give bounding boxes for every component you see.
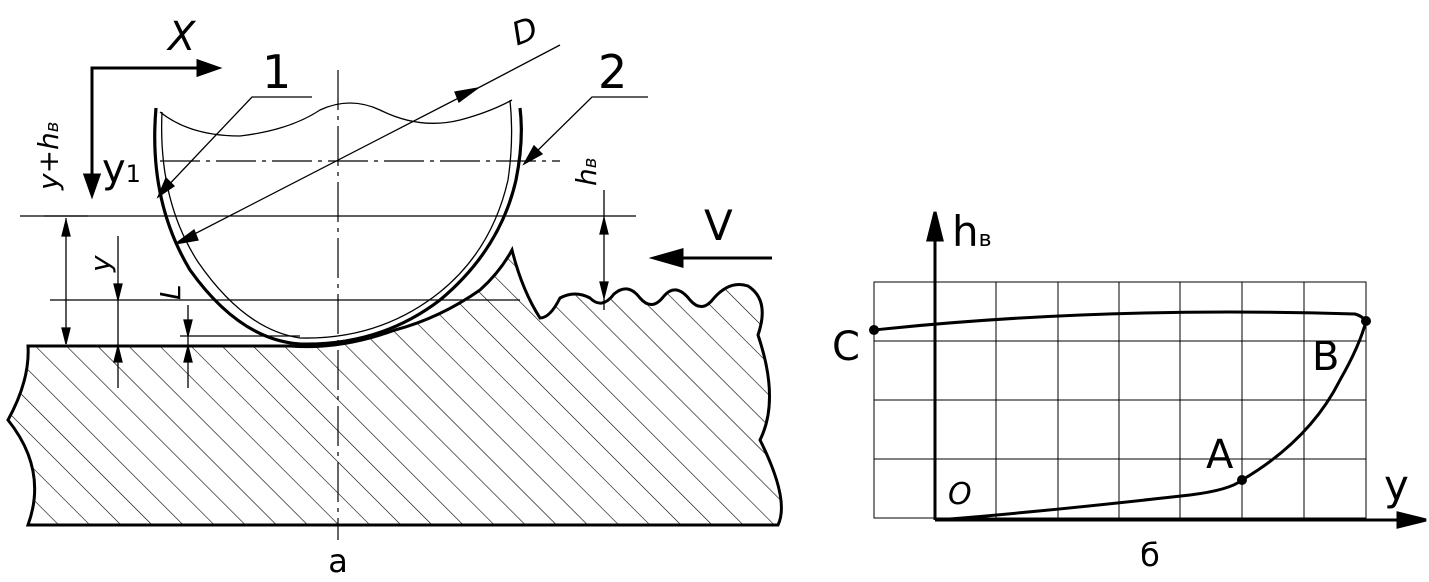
velocity-label: V xyxy=(704,201,733,250)
dim-hv-sub: в xyxy=(580,158,601,169)
point-a-marker xyxy=(1237,475,1247,485)
part-1-label: 1 xyxy=(262,45,291,99)
part-2-label: 2 xyxy=(598,45,627,99)
dim-hv: h xyxy=(570,168,603,186)
figure-a-dimensions xyxy=(44,190,609,388)
figure-a-leaders xyxy=(156,96,648,199)
point-c-marker xyxy=(869,325,879,335)
diameter-label: D xyxy=(507,9,543,53)
axis-h-label-b: hв xyxy=(952,207,992,256)
figure-a-centerlines xyxy=(20,70,636,540)
caption-a: а xyxy=(328,542,348,580)
axis-y-label-b: y xyxy=(1384,461,1409,510)
dim-h-sub: в xyxy=(42,122,63,133)
point-c-label: C xyxy=(832,324,860,370)
origin-label: O xyxy=(948,477,972,512)
point-b-marker xyxy=(1361,316,1371,326)
axis-h-main: h xyxy=(952,207,979,256)
axis-y1-main: y xyxy=(102,146,126,192)
dim-h: h xyxy=(32,132,65,150)
axis-y1-sub: 1 xyxy=(126,160,141,188)
dim-y-label: y xyxy=(84,255,117,273)
caption-b: б xyxy=(1140,536,1160,574)
dim-y-plus-h-label: y+hв xyxy=(32,122,65,191)
axis-h-sub: в xyxy=(979,227,992,252)
figure-a-velocity-arrow xyxy=(648,248,772,268)
figure-b-points xyxy=(869,316,1371,485)
dim-hv-label: hв xyxy=(570,158,603,186)
point-b-label: B xyxy=(1312,334,1339,380)
point-a-label: A xyxy=(1206,432,1234,478)
figure-b-axes xyxy=(926,211,1427,529)
figure-a-axes xyxy=(82,58,223,200)
axis-y1-label: y1 xyxy=(102,146,141,192)
figure-a-diameter xyxy=(174,44,561,245)
dim-y-plus: y+ xyxy=(32,150,65,191)
axis-x-label: X xyxy=(166,14,197,60)
dim-l-label: L xyxy=(154,284,187,300)
